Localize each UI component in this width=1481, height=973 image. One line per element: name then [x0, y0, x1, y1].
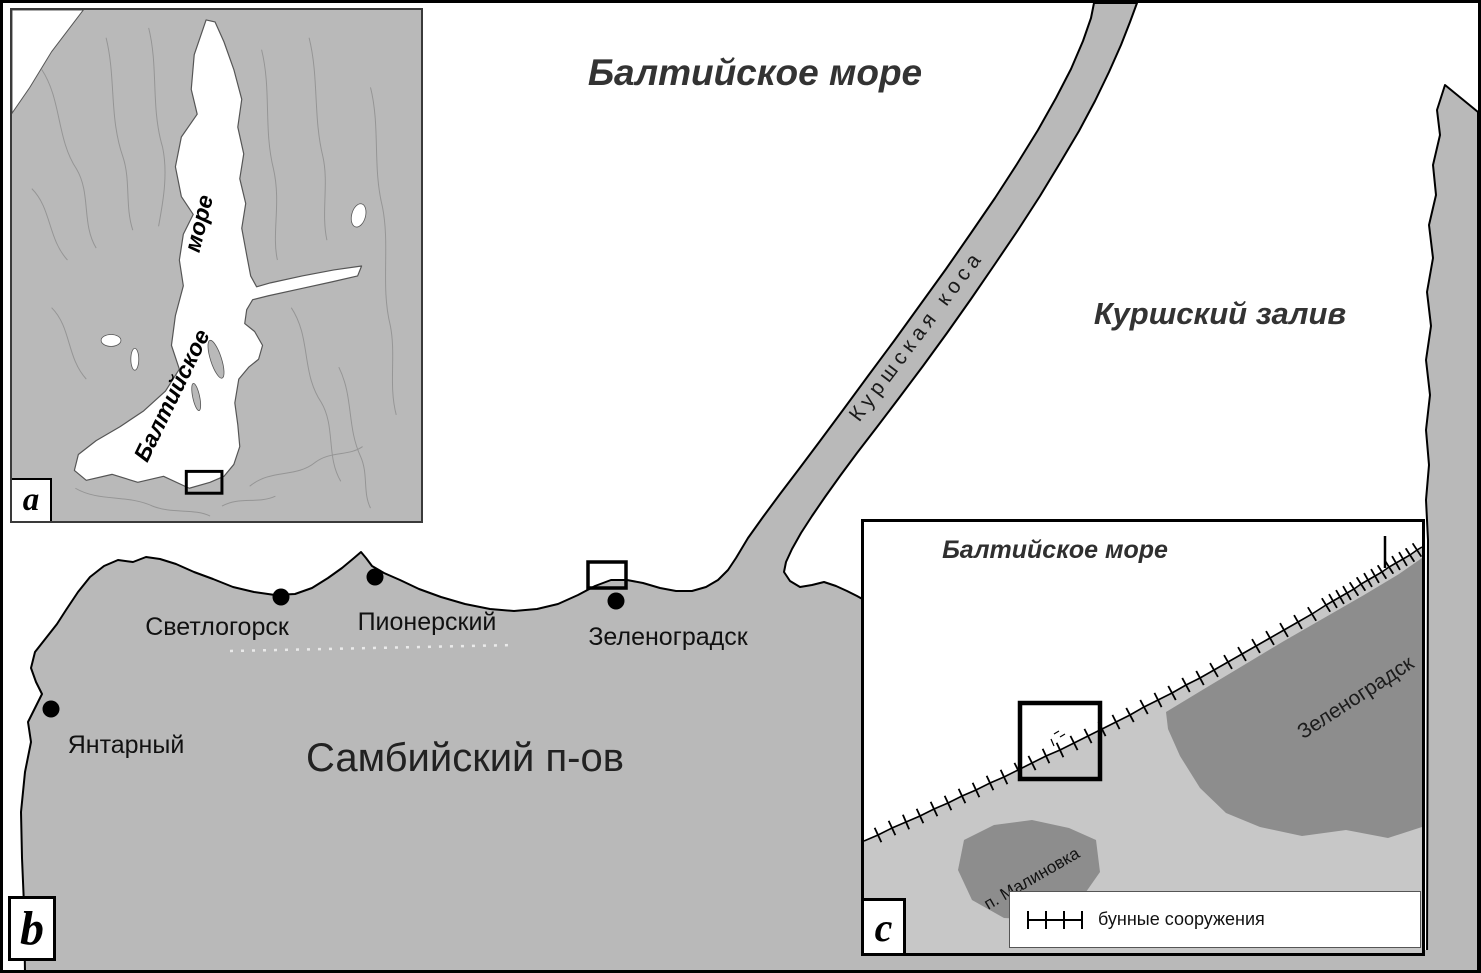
city-marker-yantarny — [42, 700, 60, 718]
panel-letter-c: c — [864, 898, 906, 953]
sambian-peninsula-label: Самбийский п-ов — [305, 736, 624, 780]
city-label-zelenogradsk: Зеленоградск — [588, 623, 748, 651]
inset-c-canvas — [864, 522, 1422, 953]
baltic-sea-shape — [73, 19, 363, 489]
city-label-svetlogorsk: Светлогорск — [145, 613, 289, 641]
baltic-sea-label-main: Балтийское море — [587, 52, 923, 93]
inset-a-canvas — [12, 10, 421, 521]
city-label-yantarny: Янтарный — [67, 731, 185, 759]
city-marker-svetlogorsk — [272, 588, 290, 606]
inset-c-sea-label: Балтийское море — [942, 536, 1168, 564]
groynes-legend-icon — [1027, 910, 1083, 929]
lake-vattern — [130, 347, 140, 371]
inset-detail-panel-c: Балтийское море Зеленоградск п. Малиновк… — [861, 519, 1425, 956]
curonian-lagoon-label: Куршский залив — [1093, 296, 1347, 331]
city-marker-zelenogradsk — [607, 592, 625, 610]
city-marker-pionersky — [366, 568, 384, 586]
lake-ladoga — [350, 203, 367, 228]
eastern-mainland-strip — [1425, 84, 1479, 973]
inset-overview-panel-a: Балтийское море a — [10, 8, 423, 523]
gotland-island — [207, 339, 225, 379]
coastline-with-groynes — [864, 542, 1422, 843]
study-area-rectangle-inset-c — [1017, 700, 1103, 782]
study-area-rectangle-inset-a — [184, 469, 224, 495]
study-area-rectangle-main — [586, 560, 628, 590]
city-label-pionersky: Пионерский — [357, 608, 497, 636]
legend-box: бунные сооружения — [1009, 891, 1421, 948]
lake-vanern — [100, 334, 122, 347]
norwegian-sea-corner — [12, 10, 84, 115]
sambian-peninsula-landmass — [20, 2, 1138, 973]
groynes-legend-label: бунные сооружения — [1098, 909, 1265, 929]
panel-letter-a: a — [12, 478, 52, 521]
panel-letter-b: b — [8, 896, 56, 961]
groyne-field-mark — [1050, 730, 1066, 747]
oland-island — [191, 382, 202, 411]
rivers-and-borders — [31, 27, 397, 517]
